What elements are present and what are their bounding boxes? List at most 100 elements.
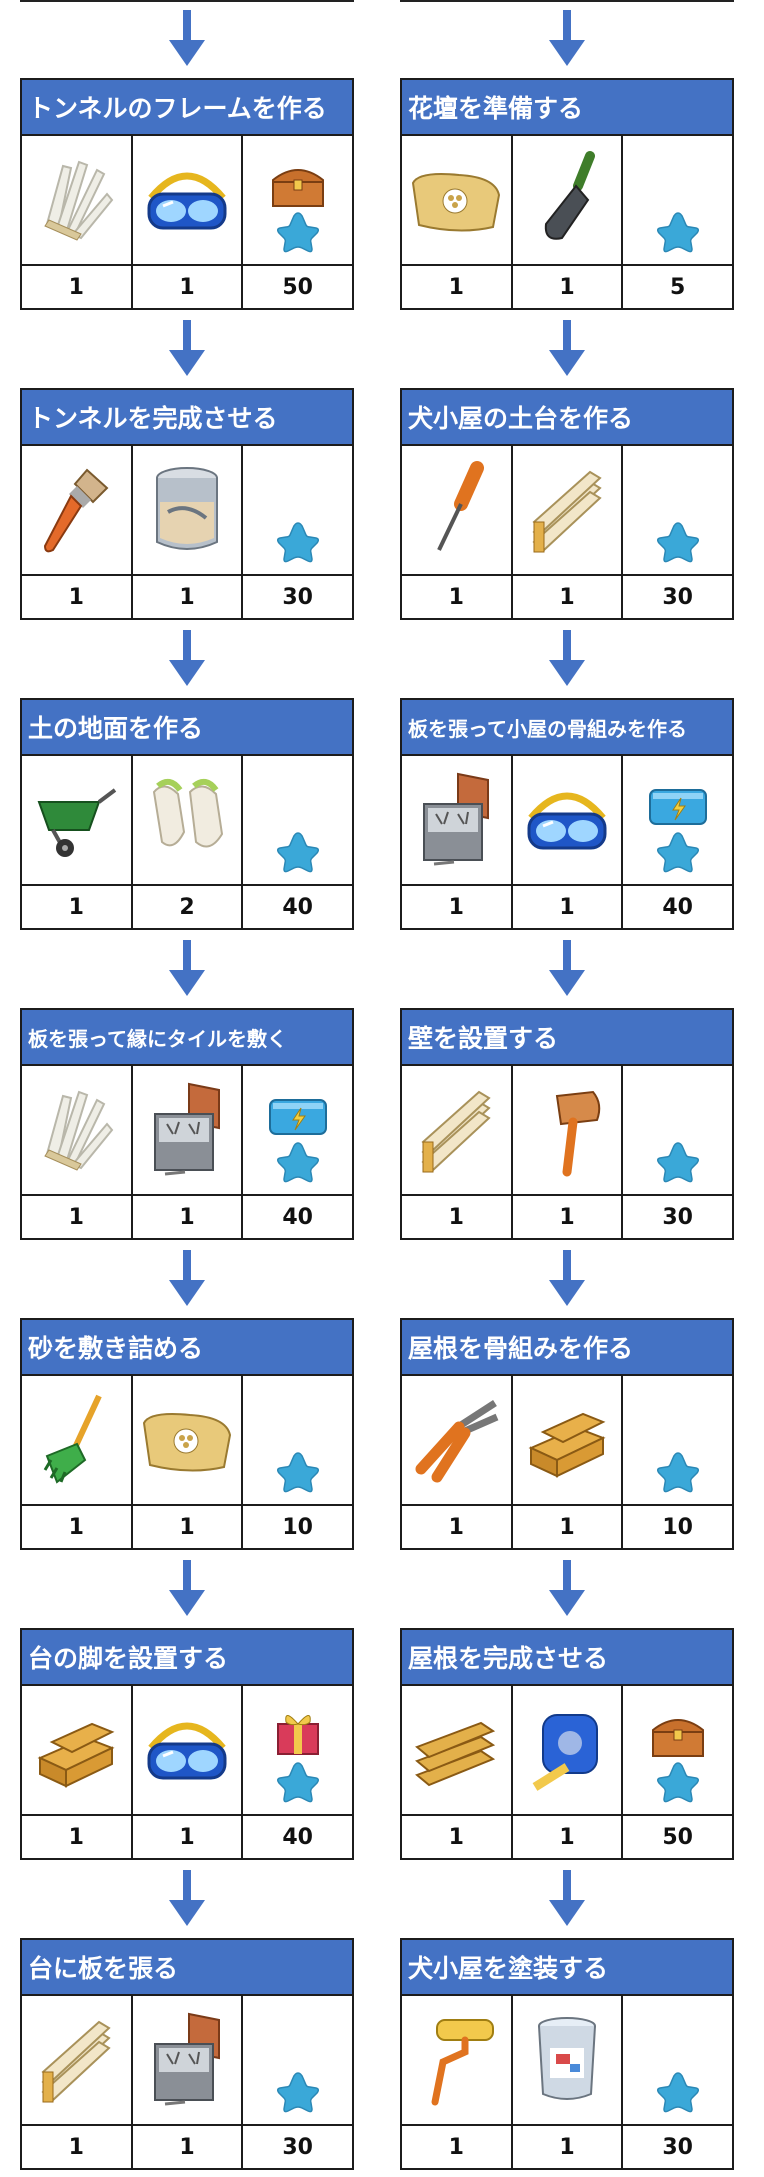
down-arrow-icon <box>169 320 205 376</box>
item-quantity-cell: 1 <box>402 1506 511 1548</box>
trowel-icon <box>510 136 622 264</box>
star-icon <box>275 210 321 254</box>
reward-stars: 10 <box>662 1514 693 1540</box>
item-quantity-cell: 2 <box>130 886 242 928</box>
item-quantity: 1 <box>179 584 195 610</box>
flow-arrow <box>20 310 354 388</box>
item-quantity: 1 <box>68 1824 84 1850</box>
reward-stars: 40 <box>662 894 693 920</box>
lumber-icon <box>510 1376 622 1504</box>
item-quantity: 2 <box>179 894 195 920</box>
reward-stars: 50 <box>662 1824 693 1850</box>
item-quantity-cell: 1 <box>402 1196 511 1238</box>
paint-bucket-icon <box>510 1996 622 2124</box>
item-quantity: 1 <box>179 1824 195 1850</box>
star-icon <box>655 1450 701 1494</box>
task-item-icons-row <box>402 136 732 266</box>
item-quantity: 1 <box>448 894 464 920</box>
top-connector-line <box>400 0 734 2</box>
down-arrow-icon <box>549 630 585 686</box>
reward-cell <box>241 1996 352 2124</box>
star-icon <box>275 830 321 874</box>
wheelbarrow-icon <box>22 756 131 884</box>
chest-icon <box>649 1710 707 1758</box>
reward-stars: 40 <box>282 894 313 920</box>
star-icon <box>655 1760 701 1804</box>
paintbrush-icon <box>22 446 131 574</box>
flow-arrow <box>20 1860 354 1938</box>
reward-cell <box>621 136 732 264</box>
item-quantity-cell: 1 <box>402 576 511 618</box>
down-arrow-icon <box>169 1250 205 1306</box>
task-title: 花壇を準備する <box>402 80 732 136</box>
item-quantity: 1 <box>559 1824 575 1850</box>
paint-roller-icon <box>402 1996 511 2124</box>
item-quantity-cell: 1 <box>130 1196 242 1238</box>
item-quantity-cell: 1 <box>510 1816 622 1858</box>
item-quantity: 1 <box>179 1514 195 1540</box>
nail-box-icon <box>130 1996 242 2124</box>
reward-cell <box>241 136 352 264</box>
reward-cell <box>621 1686 732 1814</box>
reward-stars: 30 <box>282 584 313 610</box>
flow-arrow <box>20 1240 354 1318</box>
item-quantity: 1 <box>559 274 575 300</box>
task-item-icons-row <box>402 1996 732 2126</box>
star-icon <box>655 1140 701 1184</box>
down-arrow-icon <box>549 1250 585 1306</box>
item-quantity: 1 <box>179 274 195 300</box>
down-arrow-icon <box>169 1870 205 1926</box>
task-title: 壁を設置する <box>402 1010 732 1066</box>
flow-arrow <box>20 930 354 1008</box>
task-title: 板を張って小屋の骨組みを作る <box>402 700 732 756</box>
top-connector-line <box>20 0 354 2</box>
star-icon <box>275 520 321 564</box>
item-quantity: 1 <box>559 1514 575 1540</box>
lumber-icon <box>22 1686 131 1814</box>
reward-stars-cell: 30 <box>621 2126 732 2168</box>
item-quantity-cell: 1 <box>22 1196 131 1238</box>
reward-cell <box>621 756 732 884</box>
flow-arrow <box>400 1550 734 1628</box>
star-icon <box>655 2070 701 2114</box>
paint-can-icon <box>130 446 242 574</box>
item-quantity: 1 <box>448 2134 464 2160</box>
down-arrow-icon <box>169 940 205 996</box>
task-item-icons-row <box>22 1376 352 1506</box>
task-title: 犬小屋を塗装する <box>402 1940 732 1996</box>
star-icon <box>655 830 701 874</box>
gloves-white-icon <box>22 1066 131 1194</box>
item-quantity-cell: 1 <box>22 1506 131 1548</box>
task-item-icons-row <box>402 1376 732 1506</box>
reward-cell <box>241 1686 352 1814</box>
task-item-icons-row <box>22 756 352 886</box>
reward-cell <box>241 1376 352 1504</box>
reward-cell <box>241 756 352 884</box>
reward-stars-cell: 50 <box>621 1816 732 1858</box>
planks-stack-icon <box>402 1686 511 1814</box>
task-item-icons-row <box>402 1686 732 1816</box>
task-item-icons-row <box>22 1066 352 1196</box>
task-item-icons-row <box>402 756 732 886</box>
down-arrow-icon <box>169 10 205 66</box>
flow-arrow <box>20 0 354 78</box>
nail-box-icon <box>402 756 511 884</box>
rake-icon <box>22 1376 131 1504</box>
item-quantity: 1 <box>68 2134 84 2160</box>
